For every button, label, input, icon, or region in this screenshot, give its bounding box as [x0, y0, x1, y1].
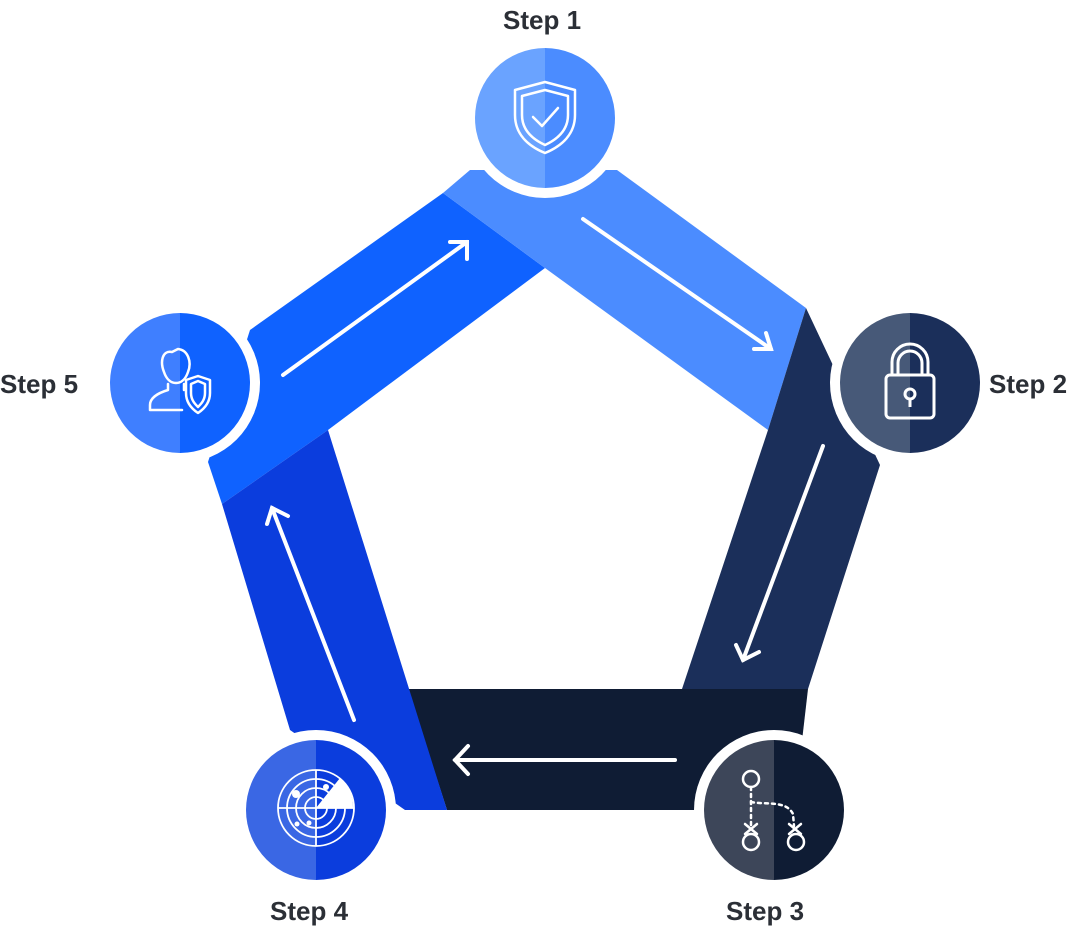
step-4-node: [236, 730, 396, 890]
band-step-5: [208, 193, 545, 504]
step-2-node: [830, 303, 990, 463]
user-shield-icon: [148, 347, 212, 415]
step-3-label: Step 3: [726, 896, 805, 926]
step-2-label: Step 2: [989, 369, 1068, 399]
arrow-5-to-1: [281, 240, 469, 377]
step-1-node: [465, 38, 625, 198]
step-4-label: Step 4: [270, 896, 349, 926]
step-1-label: Step 1: [503, 5, 582, 35]
step-5-label: Step 5: [0, 369, 79, 399]
arrow-3-to-4: [452, 744, 677, 776]
padlock-icon: [884, 342, 936, 420]
arrow-4-to-5: [265, 505, 356, 722]
radar-icon: [277, 769, 355, 847]
arrow-2-to-3: [734, 444, 825, 663]
step-3-node: [694, 730, 854, 890]
band-step-1: [443, 170, 806, 430]
shield-check-icon: [513, 80, 577, 155]
band-step-2: [682, 308, 880, 689]
step-5-node: [100, 303, 260, 463]
route-path-icon: [741, 769, 806, 852]
arrow-1-to-2: [581, 217, 774, 351]
